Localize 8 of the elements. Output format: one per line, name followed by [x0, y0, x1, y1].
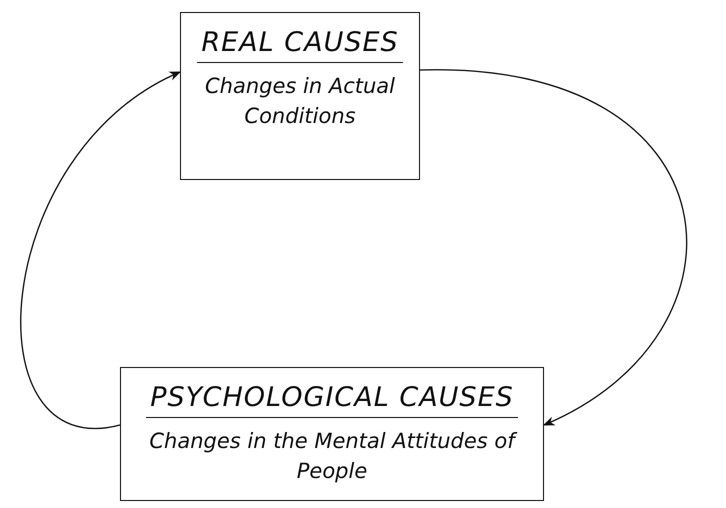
box-heading: PSYCHOLOGICAL CAUSES [146, 382, 518, 418]
box-heading: REAL CAUSES [197, 27, 403, 63]
cause-box [180, 12, 420, 180]
curved-arrow [420, 69, 687, 426]
cause-box [120, 367, 544, 501]
curved-arrow [20, 71, 182, 428]
box-description: Changes in the Mental Attitudes of People [147, 426, 517, 487]
box-description: Changes in Actual Conditions [204, 73, 396, 130]
